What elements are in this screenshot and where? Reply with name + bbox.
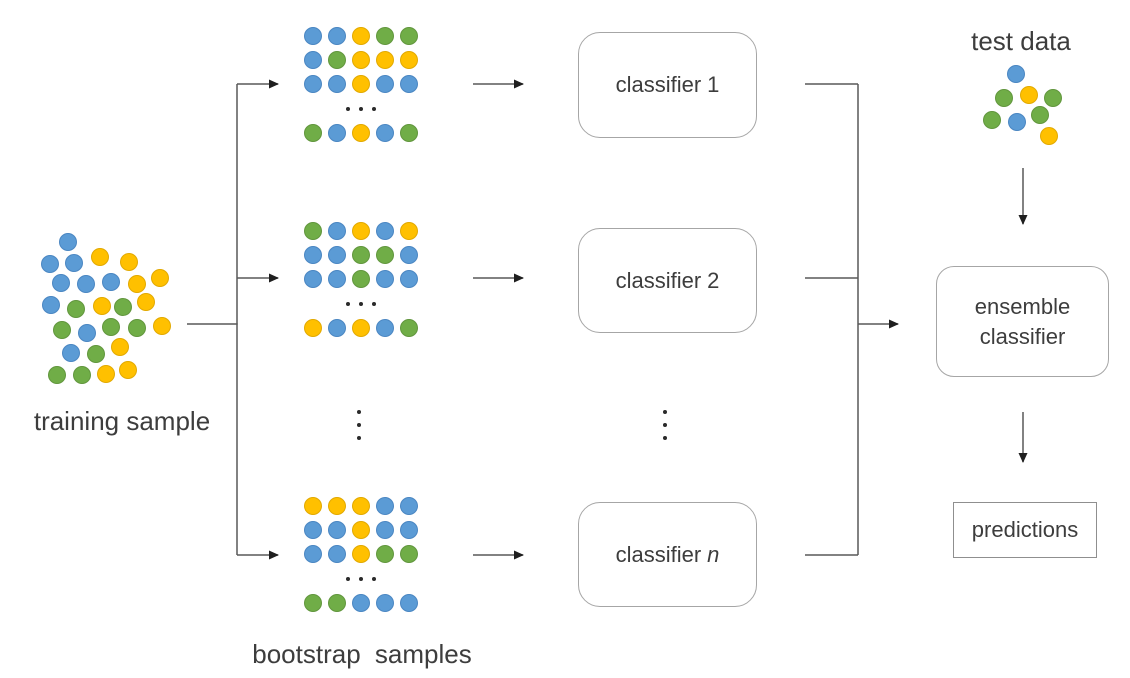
bootstrap-row [304,319,418,337]
data-point-yellow [352,124,370,142]
bootstrap-sample-grid-2 [304,222,418,337]
data-point-green [400,319,418,337]
bootstrap-sample-grid-3 [304,497,418,612]
data-point-yellow [352,497,370,515]
ensemble-classifier-box: ensemble classifier [936,266,1109,377]
predictions-box: predictions [953,502,1097,558]
data-point-yellow [328,497,346,515]
bootstrap-samples-label: bootstrap samples [252,639,472,669]
data-point-blue [304,27,322,45]
data-point-yellow [304,497,322,515]
data-point-green [352,270,370,288]
row-continuation-ellipsis [304,569,418,588]
data-point-yellow [352,51,370,69]
data-point-green [304,222,322,240]
data-point-yellow [352,545,370,563]
data-point-blue [304,270,322,288]
data-point-green [376,27,394,45]
data-point-yellow [352,222,370,240]
bootstrap-sample-grid-1 [304,27,418,142]
data-point-green [352,246,370,264]
data-point-blue [304,545,322,563]
data-point-yellow [304,319,322,337]
data-point-yellow [376,51,394,69]
data-point-blue [376,222,394,240]
data-point-blue [376,124,394,142]
data-point-green [304,594,322,612]
bootstrap-row [304,124,418,142]
predictions-label: predictions [971,517,1079,542]
data-point-blue [328,270,346,288]
ensemble-classifier-label: ensemble classifier [974,294,1071,349]
data-point-blue [376,270,394,288]
data-point-green [376,246,394,264]
data-point-yellow [352,319,370,337]
data-point-blue [400,270,418,288]
data-point-green [376,545,394,563]
data-point-blue [304,75,322,93]
data-point-yellow [352,75,370,93]
row-continuation-ellipsis [304,294,418,313]
data-point-green [400,27,418,45]
bootstrap-row [304,594,418,612]
data-point-blue [328,319,346,337]
data-point-yellow [352,521,370,539]
data-point-blue [304,51,322,69]
data-point-blue [400,246,418,264]
data-point-blue [328,246,346,264]
bootstrap-row [304,521,418,539]
data-point-yellow [400,222,418,240]
data-point-blue [328,124,346,142]
bootstrap-continuation-ellipsis [357,410,361,440]
data-point-blue [400,521,418,539]
data-point-blue [328,521,346,539]
data-point-blue [400,594,418,612]
data-point-blue [376,521,394,539]
classifier-continuation-ellipsis [663,410,667,440]
bootstrap-row [304,51,418,69]
data-point-green [304,124,322,142]
data-point-blue [304,521,322,539]
bootstrap-row [304,27,418,45]
data-point-yellow [400,51,418,69]
bootstrap-row [304,246,418,264]
bootstrap-row [304,75,418,93]
data-point-green [400,545,418,563]
data-point-blue [376,319,394,337]
data-point-blue [304,246,322,264]
data-point-green [328,51,346,69]
bootstrap-row [304,270,418,288]
bootstrap-row [304,497,418,515]
data-point-blue [328,222,346,240]
data-point-blue [376,497,394,515]
data-point-blue [400,497,418,515]
training-sample-label: training sample [33,406,211,436]
data-point-blue [328,545,346,563]
data-point-blue [352,594,370,612]
data-point-blue [376,594,394,612]
data-point-yellow [352,27,370,45]
data-point-green [328,594,346,612]
test-data-label: test data [971,26,1071,56]
bootstrap-row [304,545,418,563]
row-continuation-ellipsis [304,99,418,118]
data-point-blue [376,75,394,93]
data-point-blue [328,75,346,93]
data-point-green [400,124,418,142]
bootstrap-row [304,222,418,240]
data-point-blue [328,27,346,45]
data-point-blue [400,75,418,93]
